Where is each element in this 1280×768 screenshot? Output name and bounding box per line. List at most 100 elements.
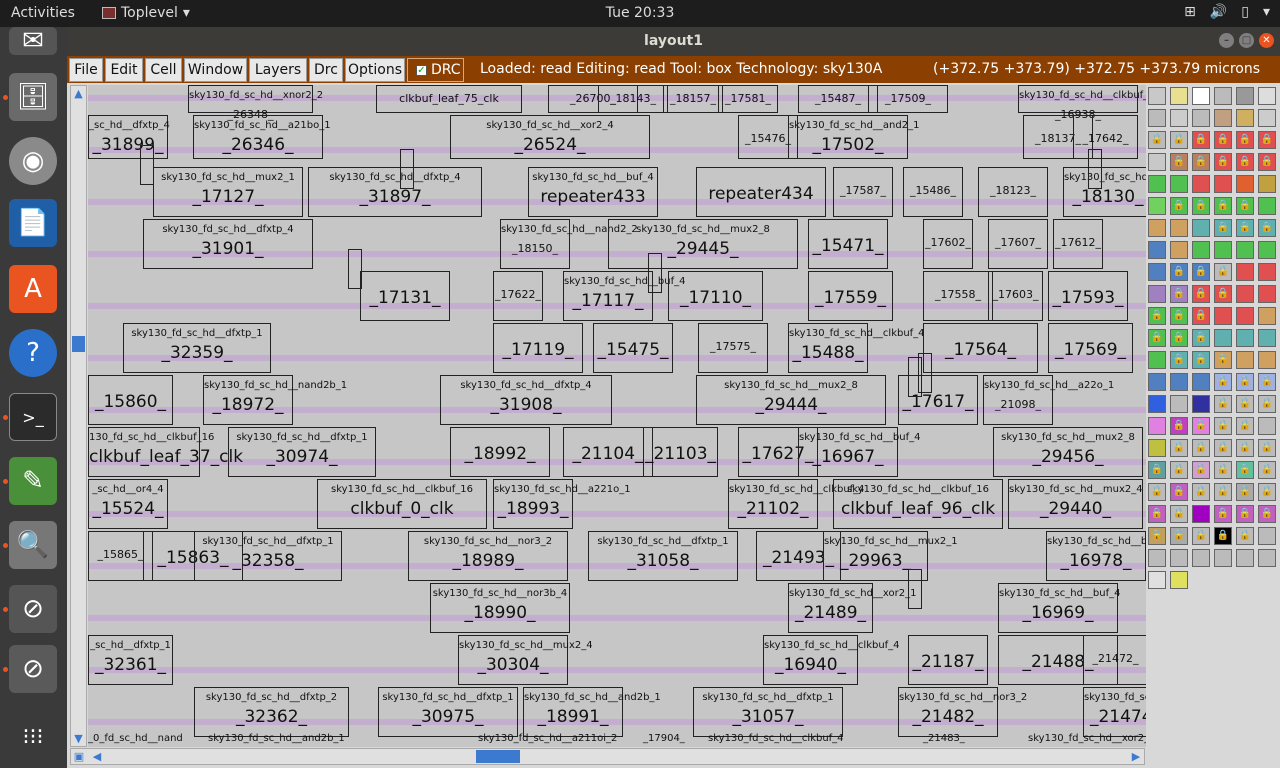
cell-instance[interactable]: _17119_ bbox=[493, 323, 583, 373]
layer-swatch[interactable] bbox=[1192, 285, 1210, 303]
cell-instance[interactable]: sky130_fd_sc_hd__dfxtp_4_31908_ bbox=[440, 375, 612, 425]
layer-swatch[interactable] bbox=[1258, 461, 1276, 479]
cell-instance[interactable]: sky130_fd_sc_hd__a21bo_1_26346_ bbox=[193, 115, 331, 159]
cell-instance[interactable]: _21104_ bbox=[563, 427, 653, 477]
layer-swatch[interactable] bbox=[1170, 483, 1188, 501]
layout-canvas[interactable]: sky130_fd_sc_hd__xnor2_2_26348_clkbuf_le… bbox=[88, 85, 1146, 747]
layer-swatch[interactable] bbox=[1236, 505, 1254, 523]
cell-instance[interactable]: sky130_fd_sc_hd__nand2_2_18130_ bbox=[1063, 167, 1146, 217]
editor-icon[interactable]: ✎ bbox=[9, 457, 57, 505]
cell-instance[interactable]: _sc_hd__dfxtp_1_32361_ bbox=[88, 635, 173, 685]
cell-instance[interactable]: sky130_fd_sc_hd__nand2_2_18150_ bbox=[500, 219, 638, 269]
layer-swatch[interactable] bbox=[1170, 285, 1188, 303]
layer-swatch[interactable] bbox=[1148, 175, 1166, 193]
layer-swatch[interactable] bbox=[1258, 439, 1276, 457]
layer-swatch[interactable] bbox=[1214, 175, 1232, 193]
layer-swatch[interactable] bbox=[1170, 549, 1188, 567]
layer-swatch[interactable] bbox=[1214, 153, 1232, 171]
cell-instance[interactable]: _15860_ bbox=[88, 375, 173, 425]
cell-instance[interactable]: sky130_fd_sc_hd__mux2_8_29445_ bbox=[608, 219, 798, 269]
cell-instance[interactable]: sky130_fd_sc_hd__clkbuf_4_16938_ bbox=[1018, 85, 1146, 121]
layer-swatch[interactable] bbox=[1192, 417, 1210, 435]
cell-instance[interactable]: sky130_fd_sc_hd__xor2_1_21474_ bbox=[1083, 687, 1146, 737]
drc-toggle[interactable]: ✓ DRC bbox=[407, 58, 464, 82]
layer-swatch[interactable] bbox=[1236, 175, 1254, 193]
minimize-icon[interactable]: – bbox=[1219, 33, 1234, 48]
layer-swatch[interactable] bbox=[1170, 263, 1188, 281]
stop-icon[interactable]: ⊘ bbox=[9, 645, 57, 693]
layer-swatch[interactable] bbox=[1148, 219, 1166, 237]
layer-swatch[interactable] bbox=[1236, 549, 1254, 567]
layer-swatch[interactable] bbox=[1148, 109, 1166, 127]
cell-instance[interactable]: sky130_fd_sc_hd__mux2_8_29444_ bbox=[696, 375, 886, 425]
layer-swatch[interactable] bbox=[1170, 417, 1188, 435]
scroll-up-icon[interactable]: ▲ bbox=[74, 87, 83, 100]
layer-swatch[interactable] bbox=[1192, 241, 1210, 259]
layer-swatch[interactable] bbox=[1170, 571, 1188, 589]
cell-instance[interactable]: _15863_ bbox=[143, 531, 243, 581]
layer-swatch[interactable] bbox=[1192, 395, 1210, 413]
layer-swatch[interactable] bbox=[1170, 527, 1188, 545]
layer-swatch[interactable] bbox=[1192, 219, 1210, 237]
cell-instance[interactable]: _17612_ bbox=[1053, 219, 1103, 269]
horizontal-scroll-thumb[interactable] bbox=[476, 750, 520, 763]
layer-swatch[interactable] bbox=[1258, 505, 1276, 523]
layer-swatch[interactable] bbox=[1236, 417, 1254, 435]
app-menu[interactable]: Toplevel ▾ bbox=[102, 5, 190, 21]
help-icon[interactable]: ? bbox=[9, 329, 57, 377]
cell-instance[interactable]: _17642_ bbox=[1073, 115, 1138, 159]
layer-swatch[interactable] bbox=[1214, 439, 1232, 457]
cell-instance[interactable]: _18137_ bbox=[1023, 115, 1093, 159]
layer-swatch[interactable] bbox=[1170, 307, 1188, 325]
layer-swatch[interactable] bbox=[1148, 439, 1166, 457]
layer-swatch[interactable] bbox=[1214, 395, 1232, 413]
cell-instance[interactable]: sky130_fd_sc_hd__dfxtp_1_30974_ bbox=[228, 427, 376, 477]
layer-swatch[interactable] bbox=[1192, 483, 1210, 501]
layer-swatch[interactable] bbox=[1258, 329, 1276, 347]
layer-swatch[interactable] bbox=[1170, 329, 1188, 347]
layer-swatch[interactable] bbox=[1148, 395, 1166, 413]
layer-swatch[interactable] bbox=[1148, 461, 1166, 479]
menu-cell[interactable]: Cell bbox=[145, 58, 182, 82]
cell-instance[interactable]: _15476_ bbox=[738, 115, 798, 159]
scroll-left-icon[interactable]: ◀ bbox=[92, 750, 102, 763]
layer-swatch[interactable] bbox=[1148, 549, 1166, 567]
layer-swatch[interactable] bbox=[1192, 505, 1210, 523]
layer-swatch[interactable] bbox=[1258, 241, 1276, 259]
layer-swatch[interactable] bbox=[1214, 241, 1232, 259]
cell-instance[interactable]: _17569_ bbox=[1048, 323, 1133, 373]
cell-instance[interactable]: sky130_fd_sc_hd__nor3_2_21482_ bbox=[898, 687, 1027, 737]
layer-swatch[interactable] bbox=[1148, 505, 1166, 523]
cell-instance[interactable]: _17602_ bbox=[923, 219, 973, 269]
menu-options[interactable]: Options bbox=[345, 58, 405, 82]
layer-swatch[interactable] bbox=[1258, 263, 1276, 281]
layer-swatch[interactable] bbox=[1148, 263, 1166, 281]
cell-instance[interactable]: _21488_ bbox=[998, 635, 1118, 685]
layer-swatch[interactable] bbox=[1148, 571, 1166, 589]
layer-swatch[interactable] bbox=[1148, 197, 1166, 215]
cell-instance[interactable]: sky130_fd_sc_hd__mux2_4_29440_ bbox=[1008, 479, 1143, 529]
cell-instance[interactable]: _17110_ bbox=[668, 271, 763, 321]
layer-swatch[interactable] bbox=[1236, 87, 1254, 105]
layer-swatch[interactable] bbox=[1170, 219, 1188, 237]
cell-instance[interactable]: _17564_ bbox=[923, 323, 1038, 373]
cell-instance[interactable]: _18143_ bbox=[598, 85, 668, 113]
cell-instance[interactable]: sky130_fd_sc_hd__mux2_4_30304_ bbox=[458, 635, 593, 685]
layer-swatch[interactable] bbox=[1214, 109, 1232, 127]
layer-swatch[interactable] bbox=[1192, 549, 1210, 567]
layer-swatch[interactable] bbox=[1148, 329, 1166, 347]
layer-swatch[interactable] bbox=[1214, 219, 1232, 237]
scroll-right-icon[interactable]: ▶ bbox=[1131, 750, 1141, 763]
layer-swatch[interactable] bbox=[1236, 109, 1254, 127]
layer-swatch[interactable] bbox=[1148, 417, 1166, 435]
layer-swatch[interactable] bbox=[1170, 351, 1188, 369]
cell-instance[interactable]: sky130_fd_sc_hd__clkbuf_4_21102_ bbox=[728, 479, 865, 529]
layer-swatch[interactable] bbox=[1258, 549, 1276, 567]
scroll-down-icon[interactable]: ▼ bbox=[74, 732, 83, 745]
cell-instance[interactable]: sky130_fd_sc_hd__dfxtp_4_31901_ bbox=[143, 219, 313, 269]
layer-swatch[interactable] bbox=[1192, 109, 1210, 127]
cell-instance[interactable]: _17587_ bbox=[833, 167, 893, 217]
layer-swatch[interactable] bbox=[1170, 175, 1188, 193]
